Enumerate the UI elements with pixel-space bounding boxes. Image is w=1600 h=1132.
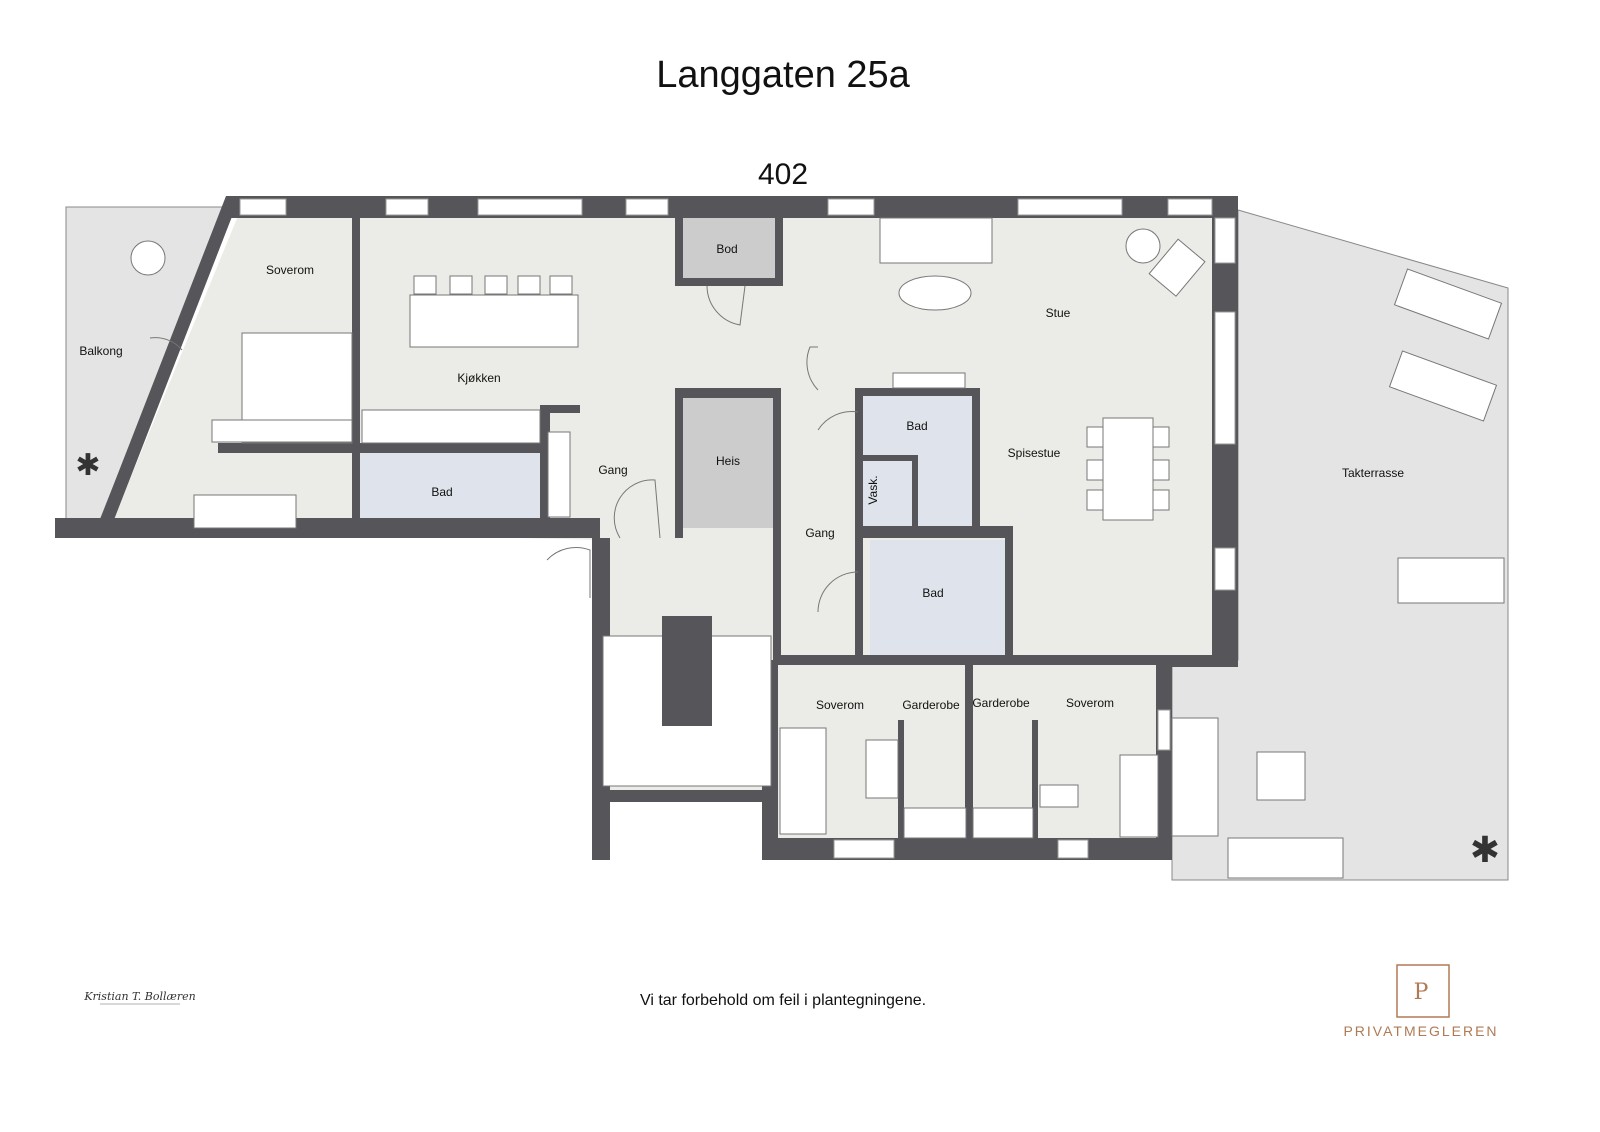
room-label: Spisestue — [1008, 446, 1061, 460]
plan-title: Langgaten 25a — [656, 54, 910, 96]
room-label: Garderobe — [902, 698, 960, 712]
room-label: Vask. — [866, 475, 880, 504]
room-label: Takterrasse — [1342, 466, 1404, 480]
windows — [239, 198, 1236, 859]
room-labels: Soverom Balkong Kjøkken Bod Stue Bad Gan… — [79, 242, 1404, 712]
privatmegleren-logo: P PRIVATMEGLEREN — [1343, 964, 1498, 1039]
svg-text:Kristian T. Bollæren: Kristian T. Bollæren — [83, 990, 195, 1003]
coffee-table — [898, 275, 972, 311]
elevator-floor — [683, 398, 773, 528]
room-label: Garderobe — [972, 696, 1030, 710]
room-label: Kjøkken — [457, 371, 500, 385]
room-label: Gang — [805, 526, 834, 540]
room-label: Gang — [598, 463, 627, 477]
logo-mark: P — [1414, 980, 1429, 1005]
room-label: Bod — [716, 242, 737, 256]
photographer-signature-logo: Kristian T. Bollæren — [83, 990, 196, 1005]
kitchen-counter — [361, 409, 541, 444]
plant-icon: ✱ — [75, 449, 100, 482]
unit-number: 402 — [758, 158, 808, 191]
stair-core — [662, 616, 712, 726]
furniture — [130, 217, 1505, 879]
dining-table — [1102, 417, 1154, 521]
room-label: Soverom — [266, 263, 314, 277]
disclaimer: Vi tar forbehold om feil i plantegningen… — [640, 992, 926, 1009]
storage-floor — [683, 218, 775, 280]
logo-wordmark: PRIVATMEGLEREN — [1343, 1023, 1498, 1039]
sofa — [879, 217, 993, 264]
room-label: Bad — [431, 485, 452, 499]
room-label: Heis — [716, 454, 740, 468]
terrace-table — [1397, 557, 1505, 604]
kitchen-island — [409, 294, 579, 348]
bathroom-3-floor — [870, 540, 1008, 656]
room-label: Bad — [922, 586, 943, 600]
doors — [149, 285, 859, 613]
plant-icon: ✱ — [1470, 829, 1500, 870]
bathroom-1-floor — [360, 453, 542, 528]
room-label: Stue — [1046, 306, 1071, 320]
apartment-floor — [110, 216, 1214, 838]
room-label: Soverom — [1066, 696, 1114, 710]
room-label: Bad — [906, 419, 927, 433]
room-label: Soverom — [816, 698, 864, 712]
room-label: Balkong — [79, 344, 122, 358]
